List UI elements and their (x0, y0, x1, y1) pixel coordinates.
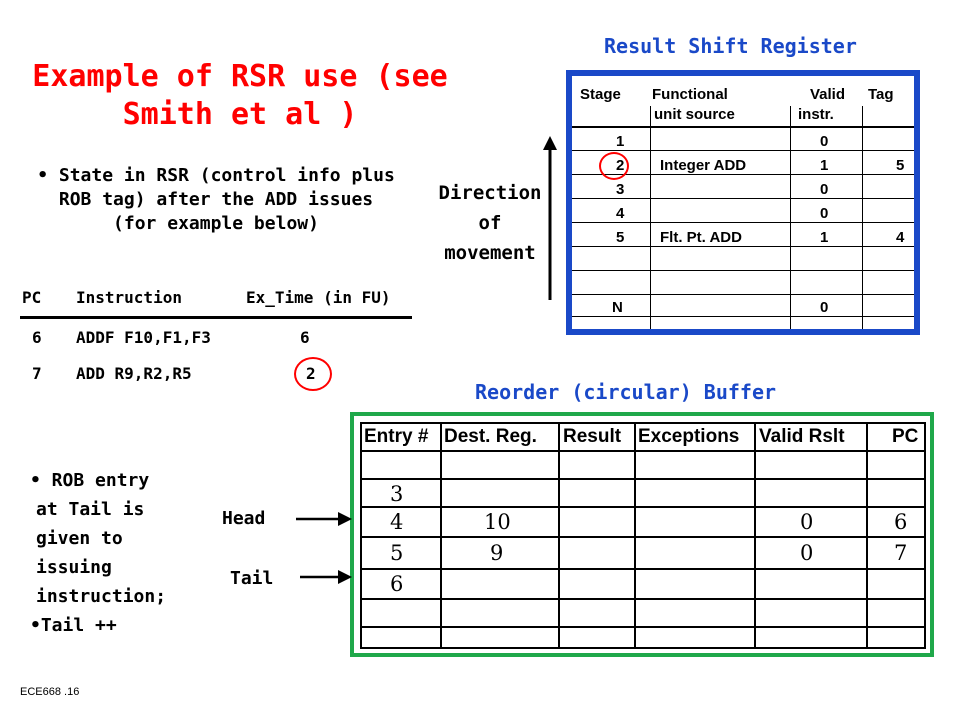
rob-row4-dest: 10 (484, 510, 511, 534)
state-bullet: • State in RSR (control info plus ROB ta… (37, 165, 395, 234)
rsr-row-n-valid: 0 (820, 299, 829, 316)
head-label: Head (222, 508, 266, 529)
instr-header-extime: Ex_Time (in FU) (246, 288, 391, 307)
rsr-row-n-stage: N (612, 299, 623, 316)
tail-label: Tail (230, 568, 274, 589)
rsr-header-tag: Tag (868, 86, 894, 103)
ex-time-highlight-circle (294, 357, 332, 391)
rob-header-result: Result (563, 426, 622, 447)
rob-row5-pc: 7 (894, 541, 908, 565)
stage2-highlight-circle (599, 152, 629, 180)
direction-line2: of (478, 212, 502, 234)
slide-title: Example of RSR use (see Smith et al ) (20, 58, 460, 134)
slide-footer: ECE668 .16 (20, 686, 80, 698)
rob-bullet-line4: issuing (36, 557, 112, 578)
rsr-row4-stage: 4 (616, 205, 625, 222)
rsr-header-valid-line2: instr. (798, 106, 834, 123)
reorder-buffer-table: Entry # Dest. Reg. Result Exceptions Val… (350, 412, 934, 657)
rob-title: Reorder (circular) Buffer (475, 380, 777, 404)
rob-bullet-line2: at Tail is (36, 499, 145, 520)
direction-label: Direction of movement (422, 178, 558, 268)
slide-title-line1: Example of RSR use (see (32, 59, 448, 94)
instr-row2-pc: 7 (32, 364, 42, 383)
rsr-row3-valid: 0 (820, 181, 829, 198)
rsr-row2-fu: Integer ADD (660, 157, 747, 174)
result-shift-register-table: Stage Functional unit source Valid instr… (566, 70, 920, 335)
rob-header-entry: Entry # (364, 426, 429, 447)
rob-header-valid: Valid Rslt (759, 426, 845, 447)
rsr-header-fu-line1: Functional (652, 86, 728, 103)
instr-row2-instr: ADD R9,R2,R5 (76, 364, 192, 383)
rsr-row5-tag: 4 (896, 229, 905, 246)
rsr-row1-valid: 0 (820, 133, 829, 150)
rsr-row2-valid: 1 (820, 157, 829, 174)
rob-row5-entry: 5 (390, 541, 404, 565)
rob-header-exceptions: Exceptions (638, 426, 740, 447)
direction-line1: Direction (438, 182, 542, 204)
tail-arrow-icon (300, 570, 352, 584)
rob-bullet: • ROB entry at Tail is given to issuing … (30, 466, 166, 640)
instr-row1-pc: 6 (32, 328, 42, 347)
rob-bullet-line1: • ROB entry (30, 470, 150, 491)
rob-row6-entry: 6 (390, 572, 404, 596)
rob-row3-entry: 3 (390, 482, 404, 506)
instr-row1-instr: ADDF F10,F1,F3 (76, 328, 211, 347)
rsr-title: Result Shift Register (604, 34, 857, 58)
rsr-header-fu-line2: unit source (654, 106, 735, 123)
rsr-row5-valid: 1 (820, 229, 829, 246)
rob-header-pc: PC (892, 426, 919, 447)
rob-row4-valid: 0 (800, 510, 814, 534)
direction-line3: movement (444, 242, 536, 264)
rob-bullet-line5: instruction; (36, 586, 167, 607)
instr-row1-ex: 6 (300, 328, 310, 347)
rsr-row4-valid: 0 (820, 205, 829, 222)
rob-bullet-line6: •Tail ++ (30, 615, 117, 636)
rsr-row1-stage: 1 (616, 133, 625, 150)
head-arrow-icon (296, 512, 352, 526)
rsr-row5-fu: Flt. Pt. ADD (660, 229, 742, 246)
rob-bullet-line3: given to (36, 528, 123, 549)
rsr-row2-tag: 5 (896, 157, 905, 174)
instr-header-instruction: Instruction (76, 288, 182, 307)
rob-row4-pc: 6 (894, 510, 908, 534)
rsr-header-valid-line1: Valid (810, 86, 846, 103)
rob-header-dest: Dest. Reg. (444, 426, 537, 447)
rob-row5-valid: 0 (800, 541, 814, 565)
direction-up-arrow-icon (543, 136, 557, 300)
rob-row5-dest: 9 (490, 541, 504, 565)
slide-title-line2: Smith et al ) (122, 97, 358, 132)
rsr-row5-stage: 5 (616, 229, 625, 246)
instr-header-divider (20, 316, 412, 319)
rsr-header-stage: Stage (580, 86, 621, 103)
instr-header-pc: PC (22, 288, 42, 307)
rsr-row3-stage: 3 (616, 181, 625, 198)
rob-row4-entry: 4 (390, 510, 404, 534)
